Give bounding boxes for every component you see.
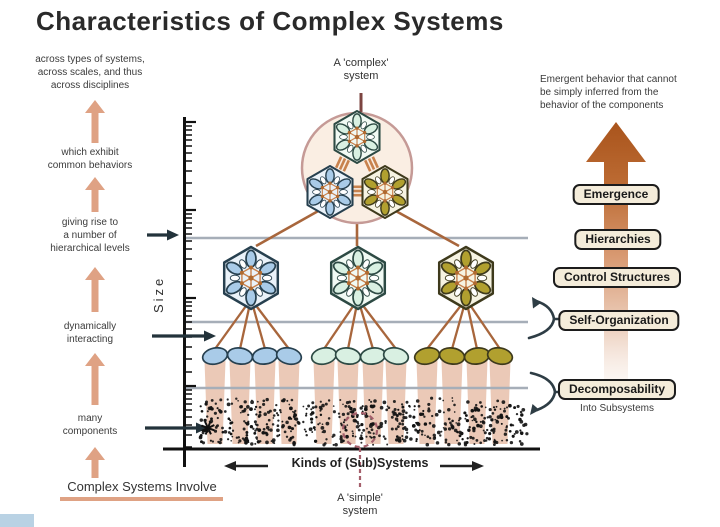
simple-system-marker	[341, 411, 379, 489]
axes	[163, 117, 540, 467]
footer-label: Complex Systems Involve	[67, 479, 217, 494]
badge-self-organization: Self-Organization	[558, 310, 680, 331]
x-axis-arrows	[224, 461, 484, 471]
step-dynamically-interacting: dynamically interacting	[63, 321, 117, 345]
components-dot-field	[198, 396, 529, 447]
x-axis-label: Kinds of (Sub)Systems	[291, 456, 429, 470]
into-subsystems-label: Into Subsystems	[580, 403, 654, 414]
badge-control-structures: Control Structures	[552, 267, 682, 288]
step-many-components: many components	[62, 413, 118, 437]
badge-decomposability: Decomposability	[557, 379, 677, 400]
module-node	[306, 164, 354, 220]
module-node	[333, 109, 381, 165]
badge-hierarchies: Hierarchies	[574, 229, 662, 250]
complex-system-node	[255, 93, 460, 248]
badge-emergence: Emergence	[572, 184, 660, 205]
step-hierarchical-levels: giving rise to a number of hierarchical …	[50, 217, 130, 254]
emergent-behavior-note: Emergent behavior that cannot be simply …	[540, 74, 677, 111]
page-title: Characteristics of Complex Systems	[36, 6, 504, 36]
module-node	[222, 245, 280, 311]
progression-arrows	[85, 100, 105, 478]
subsystem-modules	[222, 245, 495, 311]
module-node	[329, 245, 387, 311]
level-pointer-arrows	[145, 229, 216, 435]
complex-system-label: A 'complex' system	[333, 57, 389, 82]
module-node	[361, 164, 409, 220]
component-ellipses	[201, 346, 514, 366]
components-splat	[201, 421, 215, 435]
module-node	[437, 245, 495, 311]
y-axis-label: Size	[151, 275, 166, 313]
mini-modules	[306, 109, 409, 220]
screen-corner-fragment	[0, 514, 34, 527]
step-across-types: across types of systems, across scales, …	[35, 54, 145, 91]
module-legs	[214, 305, 501, 350]
emergence-arrow	[586, 122, 646, 383]
footer-underline	[60, 497, 223, 501]
step-common-behaviors: which exhibit common behaviors	[47, 147, 133, 171]
y-axis-ticks	[186, 120, 196, 448]
simple-system-label: A 'simple' system	[337, 492, 383, 517]
